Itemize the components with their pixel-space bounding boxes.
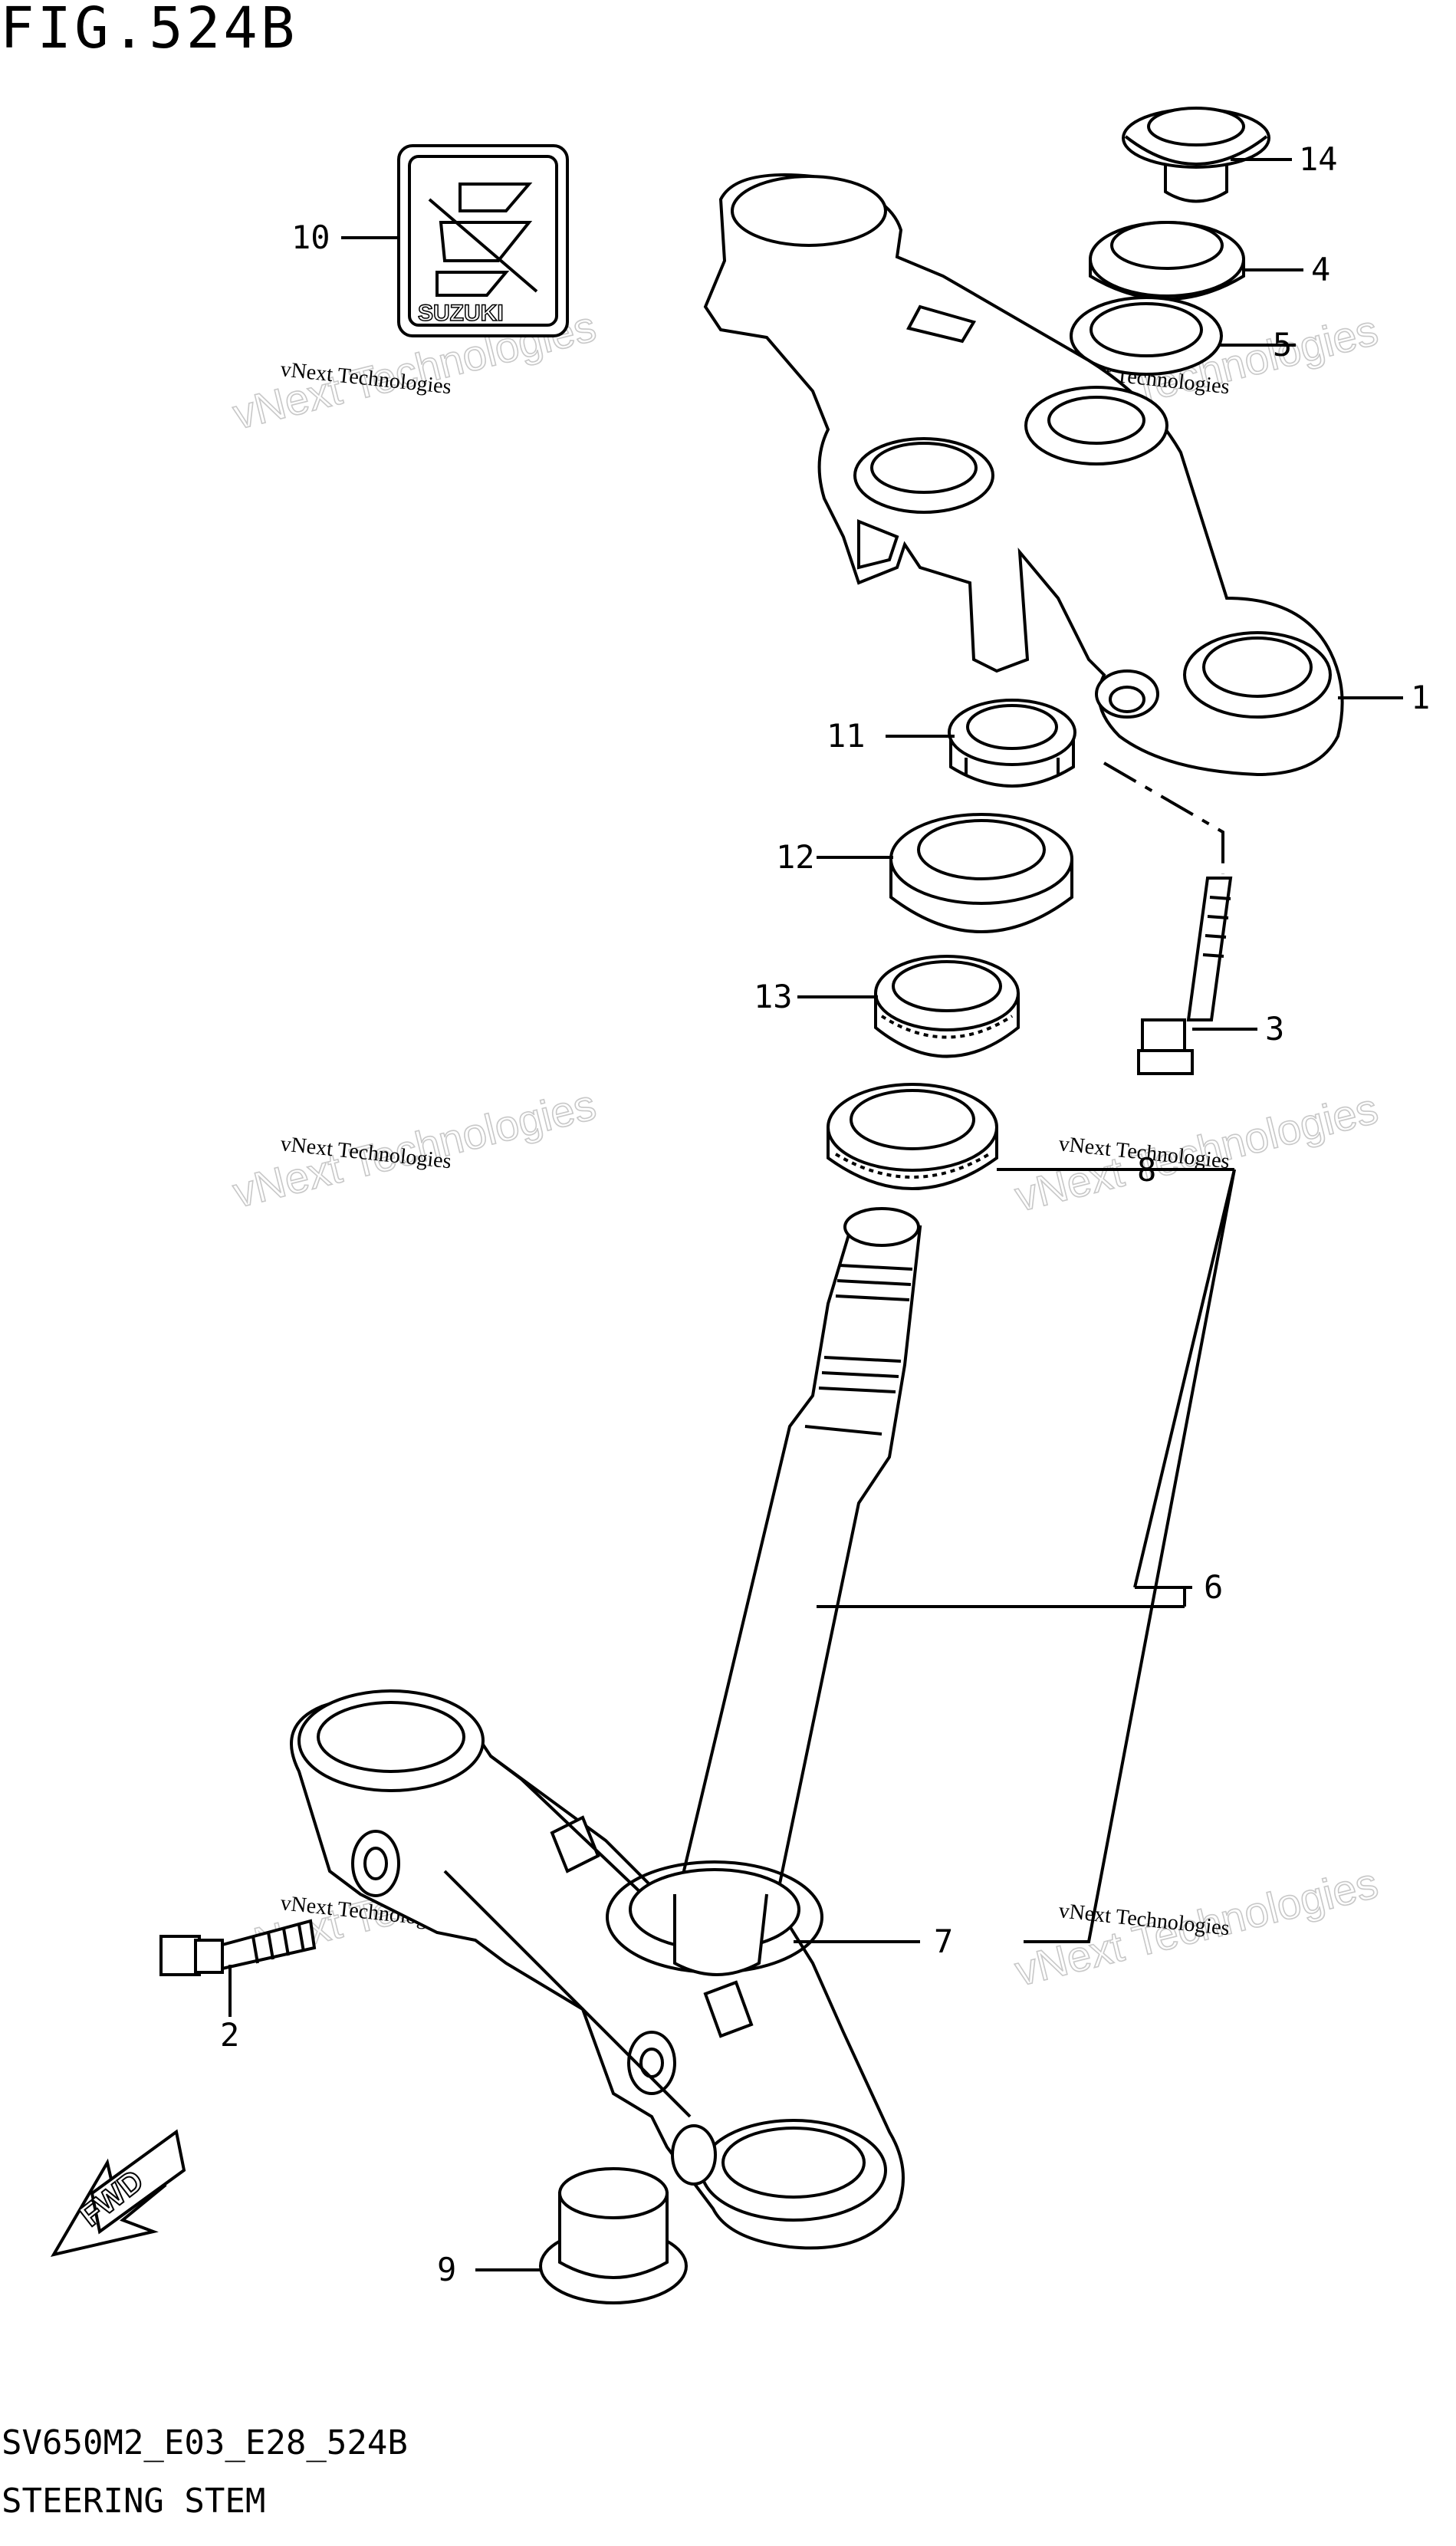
callout-10: 10 [291, 219, 330, 256]
part-14-cap-nut [1122, 107, 1270, 203]
callout-3: 3 [1265, 1010, 1284, 1048]
part-11-lock-nut [948, 699, 1076, 788]
callout-8: 8 [1137, 1151, 1156, 1189]
part-8-lower-bearing [827, 1083, 998, 1190]
callout-1: 1 [1411, 679, 1430, 716]
part-9-cap [539, 2167, 688, 2304]
callout-numbers: 14 4 5 1 10 11 12 13 3 8 6 7 2 9 [220, 140, 1430, 2288]
drawing-name: STEERING STEM [2, 2482, 266, 2521]
part-13-bearing [874, 955, 1020, 1058]
callout-7: 7 [934, 1923, 953, 1960]
callout-9: 9 [437, 2251, 456, 2288]
part-7-dust-seal [606, 1860, 823, 1976]
drawing-code: SV650M2_E03_E28_524B [2, 2423, 408, 2462]
watermark-4: vNext Technologies vNext Technologies [1010, 1083, 1383, 1221]
part-5-washer [1070, 296, 1223, 376]
part-10-emblem: SUZUKI [397, 144, 569, 337]
fwd-arrow-icon: FWD [50, 2129, 186, 2257]
figure-title: FIG.524B [0, 0, 298, 61]
callout-14: 14 [1299, 140, 1338, 178]
leader-lines [228, 158, 1403, 2271]
part-1-upper-bracket [703, 173, 1344, 777]
suzuki-logo-text: SUZUKI [418, 301, 504, 326]
part-3-bolt [1137, 877, 1233, 1075]
callout-6: 6 [1204, 1568, 1223, 1606]
callout-11: 11 [827, 717, 866, 755]
part-4-nut [1089, 221, 1245, 301]
part-6-steering-stem [290, 1207, 922, 2250]
part-12-dust-seal [889, 813, 1073, 933]
callout-12: 12 [776, 838, 815, 876]
leader-6-slant [1133, 1169, 1236, 1588]
callout-4: 4 [1311, 251, 1330, 288]
callout-13: 13 [754, 978, 793, 1015]
part-2-bolt [159, 1919, 317, 1976]
watermark-3: vNext Technologies vNext Technologies [228, 1079, 601, 1217]
leader-3-centerline [1103, 761, 1224, 874]
callout-5: 5 [1273, 326, 1292, 363]
watermark-6: vNext Technologies vNext Technologies [1010, 1857, 1383, 1995]
leader-7-8-bracket [1024, 1169, 1236, 1943]
callout-2: 2 [220, 2016, 239, 2054]
